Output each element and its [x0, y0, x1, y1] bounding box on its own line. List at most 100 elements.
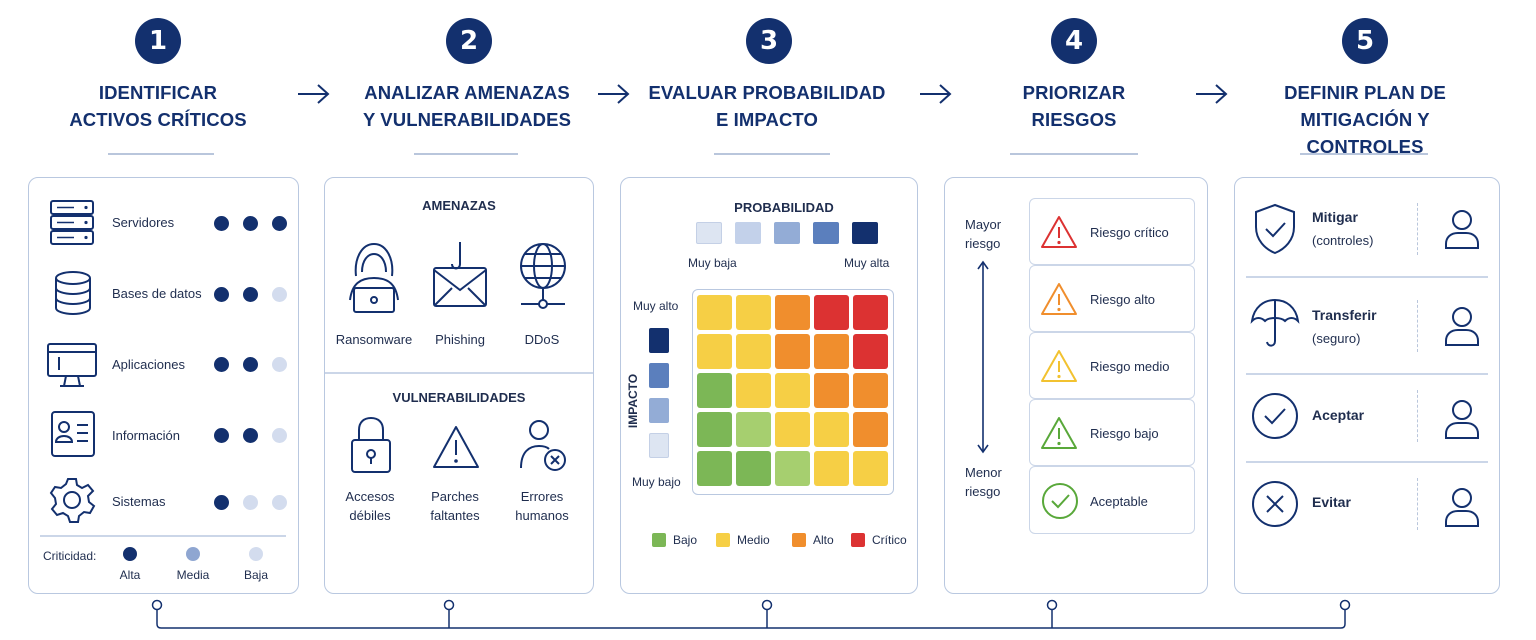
risk-cell	[736, 451, 771, 486]
risk-cell	[697, 334, 732, 369]
step-5-underline	[1300, 153, 1428, 155]
risk-cell	[853, 334, 888, 369]
asset-label-sistemas: Sistemas	[112, 494, 166, 509]
risk-level-label: Riesgo crítico	[1090, 225, 1169, 240]
impact-scale-3	[649, 398, 669, 423]
user-icon	[1445, 488, 1479, 527]
shield-check-icon	[1255, 203, 1295, 255]
asset-label-aplicaciones: Aplicaciones	[112, 357, 185, 372]
criticality-dot	[214, 357, 229, 372]
legend-label-alta: Alta	[119, 568, 141, 582]
legend-label-baja: Baja	[243, 568, 269, 582]
risk-cell	[853, 295, 888, 330]
risk-level-aceptable	[1029, 466, 1195, 534]
prob-scale-5	[852, 222, 878, 244]
risk-cell	[775, 295, 810, 330]
risk-cell	[775, 451, 810, 486]
divider	[325, 372, 593, 374]
threat-label-phishing: Phishing	[435, 332, 485, 347]
prob-scale-3	[774, 222, 800, 244]
criticality-dot	[272, 495, 287, 510]
padlock-icon	[351, 416, 391, 473]
criticality-dot	[243, 357, 258, 372]
asset-label-servidores: Servidores	[112, 215, 175, 230]
criticality-dots-media	[214, 428, 287, 443]
risk-cell	[814, 334, 849, 369]
criticality-dot	[243, 495, 258, 510]
risk-matrix-grid	[697, 295, 889, 489]
criticality-dot	[214, 216, 229, 231]
check-circle-icon	[1042, 483, 1078, 519]
gear-icon	[49, 478, 96, 523]
mitigation-panel	[1234, 177, 1500, 594]
separator	[1417, 203, 1418, 255]
warning-triangle-icon	[1041, 216, 1077, 248]
probability-title: PROBABILIDAD	[734, 200, 834, 215]
prob-scale-1	[696, 222, 722, 244]
legend-label-media: Media	[176, 568, 210, 582]
criticality-legend-label: Criticidad:	[43, 549, 97, 563]
impact-scale-2	[649, 433, 669, 458]
risk-cell	[814, 373, 849, 408]
impact-low-label: Muy bajo	[632, 475, 681, 489]
user-icon	[1445, 400, 1479, 439]
id-card-icon	[51, 411, 95, 457]
user-icon	[1445, 307, 1479, 346]
legend-swatch-critico	[851, 533, 865, 547]
risk-scale-arrow-icon	[977, 260, 989, 454]
impact-scale-4	[649, 363, 669, 388]
legend-swatch-medio	[716, 533, 730, 547]
database-icon	[55, 271, 91, 315]
step-3-underline	[714, 153, 830, 155]
hacker-icon	[349, 242, 399, 313]
phishing-envelope-icon	[433, 242, 487, 307]
warning-icon	[433, 426, 479, 468]
criticality-dot	[243, 287, 258, 302]
criticality-dots-media	[214, 357, 287, 372]
risk-level-alto	[1029, 265, 1195, 332]
legend-swatch-alto	[792, 533, 806, 547]
divider	[1246, 461, 1488, 463]
risk-cell	[775, 412, 810, 447]
mitigation-title: Aceptar	[1312, 407, 1365, 423]
step-2-badge: 2	[446, 18, 492, 64]
step-1-badge: 1	[135, 18, 181, 64]
risk-cell	[775, 334, 810, 369]
separator	[1417, 478, 1418, 530]
vulnerabilities-title: VULNERABILIDADES	[392, 390, 526, 405]
server-icon	[50, 200, 94, 245]
prob-high-label: Muy alta	[844, 256, 890, 270]
risk-level-label: Aceptable	[1090, 494, 1148, 509]
check-circle-icon	[1252, 393, 1298, 439]
separator	[1417, 390, 1418, 442]
user-error-icon	[520, 420, 566, 471]
prob-scale-4	[813, 222, 839, 244]
criticality-dots-media	[214, 287, 287, 302]
risk-cell	[853, 451, 888, 486]
legend-label-critico: Crítico	[872, 533, 907, 547]
criticality-dot	[272, 357, 287, 372]
risk-level-medio	[1029, 332, 1195, 399]
risk-cell	[853, 373, 888, 408]
asset-label-bases-de-datos: Bases de datos	[112, 286, 202, 301]
risk-cell	[697, 412, 732, 447]
risk-cell	[736, 295, 771, 330]
divider	[1246, 373, 1488, 375]
mitigation-subtitle: (seguro)	[1312, 331, 1361, 346]
risk-cell	[775, 373, 810, 408]
risk-cell	[697, 373, 732, 408]
impact-title: IMPACTO	[626, 373, 640, 429]
prob-low-label: Muy baja	[688, 256, 737, 270]
step-1-underline	[108, 153, 214, 155]
warning-triangle-icon	[1041, 417, 1077, 449]
divider	[1246, 276, 1488, 278]
x-circle-icon	[1252, 481, 1298, 527]
asset-label-informacion: Información	[112, 428, 180, 443]
mitigation-subtitle: (controles)	[1312, 233, 1374, 248]
